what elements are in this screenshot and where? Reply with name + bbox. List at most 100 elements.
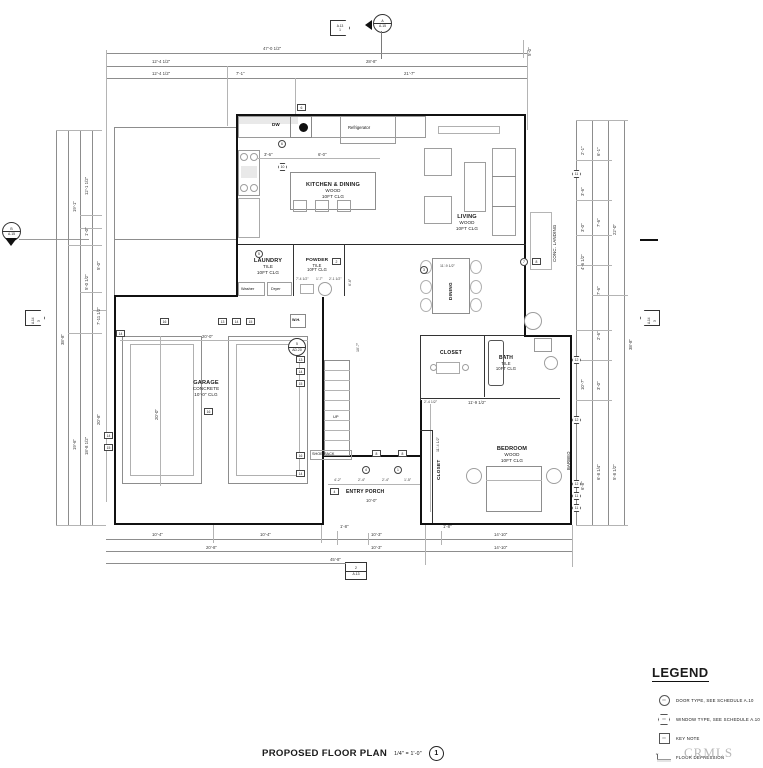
keynote-tag-n[interactable]: 15 — [104, 444, 113, 451]
window-tag-g[interactable]: 11 — [572, 504, 581, 512]
closet-1-shelf — [436, 362, 460, 374]
burner-4 — [250, 184, 258, 192]
watermark: CRMLS — [684, 745, 734, 760]
wall-bottom-bedroom — [420, 523, 572, 525]
window-tag-a[interactable]: 10 — [278, 163, 287, 171]
stool-2 — [315, 200, 329, 212]
room-garage-finish: CONCRETE — [192, 386, 220, 392]
dim-right-r2-1: 5'-8 1/2" — [612, 464, 617, 480]
dim-left-r3-2: 5'-0 1/2" — [84, 274, 89, 290]
detail-bubble-ad20-sheet: AD.20 — [292, 347, 302, 352]
door-tag-b[interactable]: 7 — [520, 258, 528, 266]
keynote-tag-h[interactable]: 14 — [116, 330, 125, 337]
wall-living-right-upper — [524, 114, 526, 244]
keynote-tag-p[interactable]: 14 — [296, 470, 305, 477]
door-type-icon: XX — [652, 695, 676, 706]
dim-top-r3-0: 12'-4 1/2" — [152, 71, 171, 76]
keynote-tag-b[interactable]: 8 — [532, 258, 541, 265]
keynote-tag-j[interactable]: 14 — [296, 368, 305, 375]
dim-left-r3-3: 18'-8 1/2" — [84, 436, 89, 455]
door-tag-a[interactable]: 6 — [278, 140, 286, 148]
keynote-tag-e[interactable]: 13 — [218, 318, 227, 325]
door-tag-c[interactable]: 5 — [255, 250, 263, 258]
dim-bot-r1-0: 10'-4" — [152, 532, 163, 537]
room-living-name: LIVING — [457, 214, 477, 220]
keynote-tag-g[interactable]: 15 — [246, 318, 255, 325]
closet-dot-2 — [462, 364, 469, 371]
door-tag-f[interactable]: 3 — [420, 266, 428, 274]
detail-marker-top-a13: A.13 1 — [330, 20, 350, 36]
section-marker-bottom-a13-upper: 2 — [355, 565, 357, 570]
dim-closet-small: 2'-4 1/2" — [424, 400, 438, 404]
keynote-tag-r[interactable]: 8 — [398, 450, 407, 457]
water-heater-box — [290, 314, 306, 328]
keynote-tag-q[interactable]: 8 — [372, 450, 381, 457]
shoe-rack-label: SHOE RACK — [312, 452, 335, 456]
window-tag-b[interactable]: 11 — [572, 170, 581, 178]
detail-marker-right-a14-upper: A.14 — [647, 317, 651, 324]
dim-porch-2: 2'-4" — [382, 478, 390, 482]
window-type-icon-tag: XX — [658, 714, 670, 725]
keynote-tag-k[interactable]: 15 — [296, 380, 305, 387]
room-powder-ceiling: 10FT CLG — [307, 267, 327, 273]
dim-porch-3: 1'-5" — [404, 478, 412, 482]
keynote-tag-c[interactable]: 2 — [332, 258, 341, 265]
keynote-tag-d[interactable]: 16 — [160, 318, 169, 325]
room-living-ceiling: 10FT CLG — [455, 225, 479, 231]
section-marker-bottom-a13: 2 A.13 — [345, 562, 367, 580]
sheet-title: PROPOSED FLOOR PLAN — [262, 748, 388, 759]
wall-top-exterior — [236, 114, 526, 116]
dim-bot-r1-4: 1'-8" — [443, 524, 452, 529]
dim-laundry-run-2: 2'-1 1/2" — [329, 277, 342, 281]
keynote-tag-o[interactable]: 16 — [296, 452, 305, 459]
wall-powder-right — [344, 244, 345, 296]
room-laundry-name: LAUNDRY — [253, 258, 283, 264]
dim-left-r3-0: 12'-1 1/2" — [84, 176, 89, 195]
refrigerator — [340, 116, 396, 144]
dim-garage-width: 20'-0" — [202, 334, 213, 339]
window-tag-d[interactable]: 12 — [572, 416, 581, 424]
wall-right-exterior — [570, 335, 572, 525]
section-line-left-right-end — [640, 239, 658, 241]
keynote-tag-i[interactable]: 13 — [296, 356, 305, 363]
dim-right-in-1: 3'-6" — [580, 187, 585, 196]
keynote-tag-s[interactable]: 4 — [330, 488, 339, 495]
living-chair-1 — [424, 148, 452, 176]
keynote-tag-a[interactable]: 6 — [297, 104, 306, 111]
room-powder-finish: TILE — [312, 262, 322, 268]
bath-toilet — [524, 312, 542, 330]
legend-heading: LEGEND — [652, 665, 709, 682]
keynote-tag-f[interactable]: 14 — [232, 318, 241, 325]
dim-left-r4-1: 7'-11 1/2" — [96, 307, 101, 325]
keynote-tag-l[interactable]: 16 — [204, 408, 213, 415]
section-marker-top-a15-lower: A.15 — [379, 24, 386, 28]
wall-mid-left — [114, 295, 238, 297]
wall-closet-left — [420, 335, 421, 401]
room-laundry: LAUNDRY TILE 10FT CLG — [244, 258, 292, 275]
dim-bot-r1-3: 10'-3" — [371, 532, 382, 537]
detail-marker-right-a14: A.14 3 — [640, 310, 660, 326]
sink-basin — [241, 166, 257, 178]
dim-stair-vert: 10'-7" — [356, 342, 360, 352]
window-tag-c[interactable]: 12 — [572, 356, 581, 364]
title-block: PROPOSED FLOOR PLAN 1/4" = 1'-0" 1 — [262, 746, 444, 761]
closet-2-label: CLOSET — [436, 459, 441, 480]
dim-left-r2-1: 19'-6" — [72, 439, 77, 450]
detail-marker-left-a14-lower: 3 — [37, 320, 41, 322]
window-tag-e[interactable]: 12 — [572, 480, 581, 488]
room-garage: GARAGE CONCRETE 10'-0" CLG — [178, 380, 234, 397]
dishwasher-label: DW — [272, 122, 280, 127]
dim-bot-r1-5: 14'-10" — [494, 532, 508, 537]
dim-porch-0: 4'-2" — [334, 478, 342, 482]
wall-kitchen-bottom — [236, 244, 526, 245]
dim-right-in-2: 3'-0" — [580, 223, 585, 232]
door-tag-d[interactable]: 4 — [362, 466, 370, 474]
dim-right-inner-label: 11'-9 1/2" — [440, 264, 455, 268]
door-tag-e[interactable]: 1 — [394, 466, 402, 474]
keynote-tag-m[interactable]: 14 — [104, 432, 113, 439]
dim-powder-vert: 6'-6" — [348, 278, 352, 286]
window-tag-f[interactable]: 11 — [572, 492, 581, 500]
room-bedroom-finish: WOOD — [504, 452, 520, 458]
dim-laundry-run-0: 7'-4 1/2" — [296, 277, 309, 281]
section-marker-left-a15-upper: B — [10, 226, 13, 231]
